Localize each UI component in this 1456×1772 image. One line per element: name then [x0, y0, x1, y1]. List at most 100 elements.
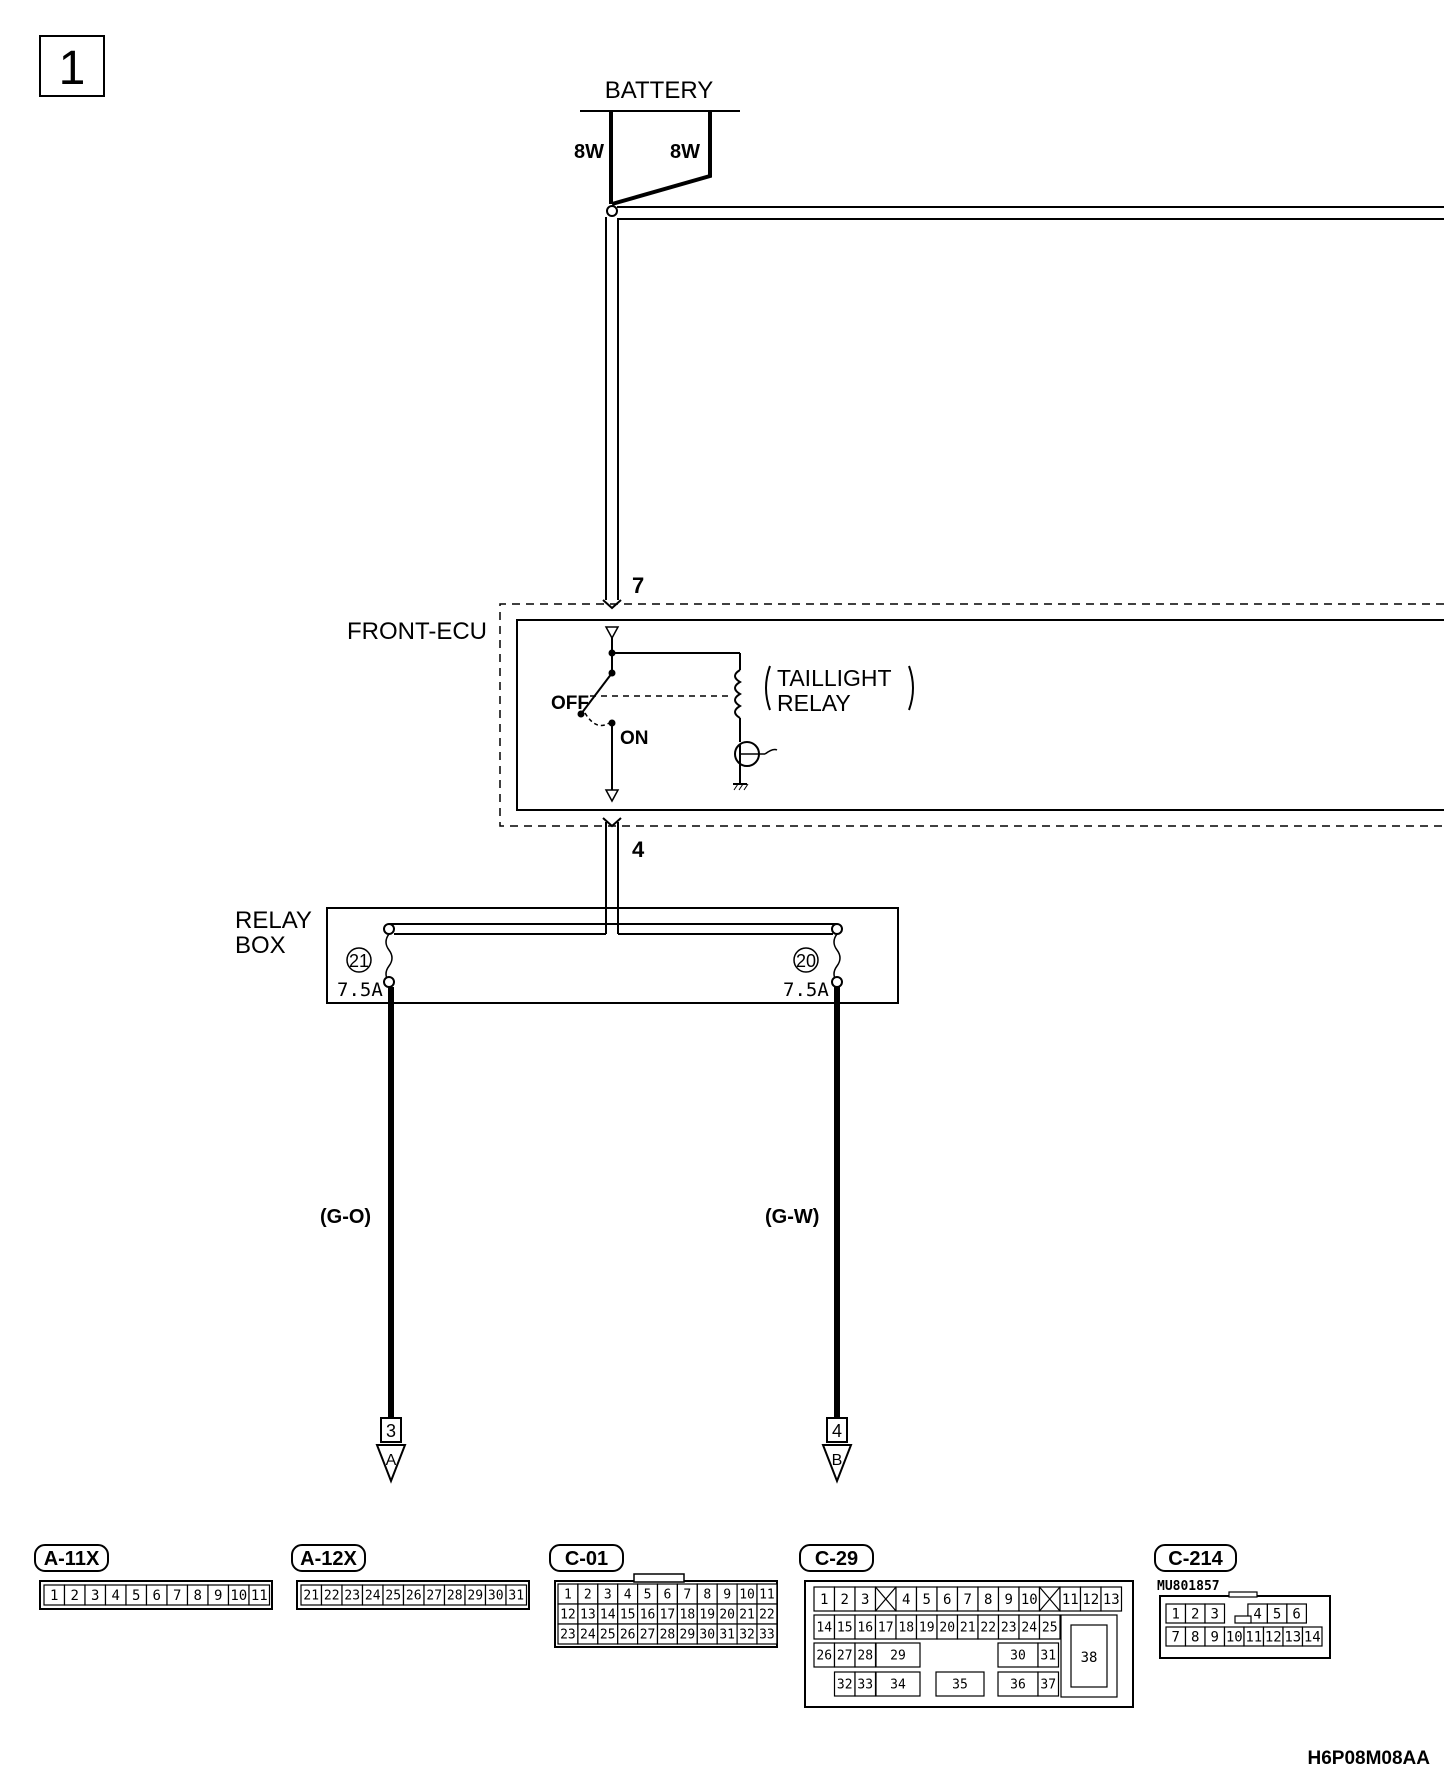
- svg-text:30: 30: [1010, 1649, 1026, 1664]
- connector-pin: 2: [833, 1586, 856, 1612]
- fuse-21: 21 7.5A: [337, 933, 395, 1001]
- connector-pin: 11: [1243, 1626, 1265, 1647]
- connector-pin: 27: [833, 1642, 856, 1668]
- connector-c-29-tag: C-29: [799, 1544, 874, 1572]
- continuation-b: 4 B: [821, 1417, 853, 1484]
- svg-text:7: 7: [964, 1592, 972, 1608]
- connector-pin: 22: [320, 1584, 343, 1606]
- connector-pin: 3: [597, 1583, 619, 1605]
- svg-text:10: 10: [1021, 1592, 1038, 1608]
- svg-text:10: 10: [739, 1588, 755, 1603]
- svg-text:8: 8: [194, 1588, 202, 1604]
- svg-text:6: 6: [664, 1588, 672, 1603]
- svg-text:35: 35: [952, 1678, 968, 1693]
- svg-text:24: 24: [580, 1628, 596, 1643]
- svg-text:31: 31: [719, 1628, 735, 1643]
- connector-pin: 5: [915, 1586, 938, 1612]
- connector-pin: 23: [997, 1614, 1020, 1640]
- connector-c-29-id: C-29: [815, 1548, 858, 1570]
- continuation-b-letter: B: [832, 1452, 843, 1469]
- connector-pin: 25: [382, 1584, 405, 1606]
- svg-text:8: 8: [984, 1592, 992, 1608]
- svg-text:11: 11: [1062, 1592, 1079, 1608]
- fuse-20: 20 7.5A: [783, 933, 843, 1001]
- svg-text:9: 9: [214, 1588, 222, 1604]
- relay-box-label-line1: RELAY: [235, 907, 312, 934]
- svg-text:5: 5: [132, 1588, 140, 1604]
- connector-pin: 3: [1204, 1603, 1226, 1624]
- svg-text:2: 2: [841, 1592, 849, 1608]
- svg-text:15: 15: [620, 1608, 636, 1623]
- wire-right-color: (G-W): [765, 1206, 819, 1228]
- connector-pin: 32: [833, 1671, 856, 1697]
- svg-text:38: 38: [1081, 1650, 1098, 1666]
- svg-text:12: 12: [1082, 1592, 1099, 1608]
- connector-pin: 20: [936, 1614, 959, 1640]
- connector-pin: 28: [443, 1584, 466, 1606]
- relay-name-line2: RELAY: [777, 690, 851, 716]
- connector-pin: 21: [736, 1603, 758, 1625]
- connector-c-214-tag: C-214: [1154, 1544, 1237, 1572]
- svg-text:4: 4: [1253, 1607, 1261, 1623]
- svg-text:22: 22: [759, 1608, 775, 1623]
- svg-text:22: 22: [980, 1621, 996, 1636]
- connector-pin: 1: [557, 1583, 579, 1605]
- connector-pin: 34: [875, 1671, 921, 1697]
- svg-text:8: 8: [703, 1588, 711, 1603]
- fuse-21-number: 21: [349, 951, 369, 971]
- battery: BATTERY 8W 8W: [574, 77, 740, 217]
- connector-pin: 24: [577, 1623, 599, 1645]
- connector-pin: 6: [656, 1583, 678, 1605]
- svg-text:17: 17: [878, 1621, 894, 1636]
- connector-pin: 9: [207, 1584, 230, 1606]
- svg-text:6: 6: [943, 1592, 951, 1608]
- page-number-badge: 1: [39, 35, 105, 97]
- svg-text:23: 23: [344, 1589, 360, 1604]
- svg-text:8: 8: [1191, 1630, 1199, 1646]
- fusible-link-right: [611, 111, 712, 206]
- svg-text:9: 9: [1211, 1630, 1219, 1646]
- svg-text:24: 24: [365, 1589, 381, 1604]
- connector-pin: 9: [1204, 1626, 1226, 1647]
- svg-text:9: 9: [723, 1588, 731, 1603]
- connector-pin: 7: [676, 1583, 698, 1605]
- svg-text:25: 25: [385, 1589, 401, 1604]
- connector-pin: 8: [186, 1584, 209, 1606]
- connector-pin: 14: [597, 1603, 619, 1625]
- diagram-code: H6P08M08AA: [1308, 1748, 1431, 1769]
- switch-on-label: ON: [620, 728, 649, 749]
- svg-text:11: 11: [1245, 1630, 1262, 1646]
- connector-pin: 25: [1038, 1614, 1061, 1640]
- svg-text:3: 3: [861, 1592, 869, 1608]
- connector-a-11x-id: A-11X: [44, 1548, 100, 1570]
- connector-pin: 12: [1262, 1626, 1284, 1647]
- front-ecu: FRONT-ECU OFF ON: [347, 603, 1444, 827]
- ecu-output-wire: [602, 817, 622, 918]
- svg-text:20: 20: [939, 1621, 955, 1636]
- connector-pin: 13: [1100, 1586, 1123, 1612]
- connector-pin: 25: [597, 1623, 619, 1645]
- svg-text:20: 20: [719, 1608, 735, 1623]
- svg-text:26: 26: [620, 1628, 636, 1643]
- svg-text:12: 12: [560, 1608, 576, 1623]
- relay-switch-arm: [580, 672, 613, 715]
- connector-pin: 10: [1223, 1626, 1245, 1647]
- connector-pin: 1: [43, 1584, 66, 1606]
- svg-text:14: 14: [1304, 1630, 1321, 1646]
- svg-text:10: 10: [1226, 1630, 1243, 1646]
- connector-pin: 24: [1018, 1614, 1041, 1640]
- connector-pin: 7: [166, 1584, 189, 1606]
- connector-pin: 35: [935, 1671, 985, 1697]
- svg-text:5: 5: [923, 1592, 931, 1608]
- battery-label: BATTERY: [605, 77, 713, 104]
- svg-text:7: 7: [173, 1588, 181, 1604]
- svg-text:21: 21: [739, 1608, 755, 1623]
- connector-pin: 2: [63, 1584, 86, 1606]
- front-ecu-body: [516, 619, 1444, 811]
- svg-text:37: 37: [1040, 1678, 1056, 1693]
- connector-pin: 19: [915, 1614, 938, 1640]
- connector-pin: 11: [1059, 1586, 1082, 1612]
- svg-text:21: 21: [303, 1589, 319, 1604]
- svg-text:9: 9: [1005, 1592, 1013, 1608]
